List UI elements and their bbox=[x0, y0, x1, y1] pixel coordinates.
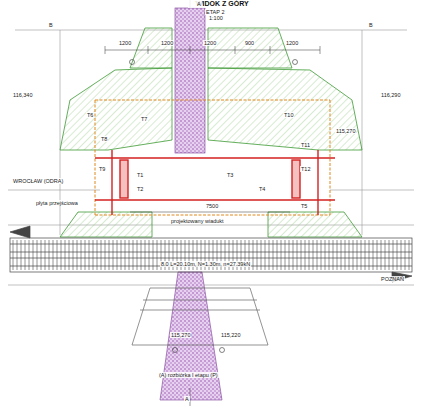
drawing-label: 1200 bbox=[118, 40, 132, 46]
drawing-label: T11 bbox=[300, 142, 311, 148]
drawing-label: POZNAŃ bbox=[380, 276, 405, 282]
drawing-label: 116,290 bbox=[380, 92, 401, 98]
drawing-label: T9 bbox=[98, 166, 106, 172]
drawing-label: płyta przejściowa bbox=[35, 200, 79, 206]
drawing-label: (A) rozbiórka I etapu (P) bbox=[158, 372, 219, 378]
drawing-label: 1:100 bbox=[208, 15, 224, 21]
drawing-label: B bbox=[48, 22, 54, 28]
drawing-label: 115,270 bbox=[335, 128, 356, 134]
abutment bbox=[132, 288, 268, 345]
drawing-label: T2 bbox=[136, 186, 144, 192]
drawing-label: T12 bbox=[300, 166, 311, 172]
drawing-label: T3 bbox=[226, 172, 234, 178]
drawing-label: 8.0 L=20.10m, N=1.30m, n=27.39kN bbox=[160, 261, 251, 267]
drawing-label: A bbox=[184, 396, 190, 402]
drawing-label: WROCŁAW (ODRA) bbox=[12, 178, 64, 184]
drawing-label: T8 bbox=[100, 136, 108, 142]
drawing-label: projektowany wiadukt bbox=[170, 218, 225, 224]
drawing-label: 1200 bbox=[285, 40, 299, 46]
drawing-label: A bbox=[196, 1, 202, 7]
drawing-label: T4 bbox=[258, 186, 266, 192]
road-strip bbox=[160, 8, 222, 400]
drawing-label: 1200 bbox=[160, 40, 174, 46]
drawing-label: B bbox=[368, 22, 374, 28]
drawing-label: 116,340 bbox=[12, 92, 33, 98]
red-walls bbox=[95, 150, 335, 215]
drawing-label: 900 bbox=[244, 40, 255, 46]
drawing-label: T1 bbox=[136, 172, 144, 178]
markers bbox=[130, 60, 298, 353]
embankments bbox=[60, 28, 362, 237]
drawing-label: 7500 bbox=[205, 203, 219, 209]
bridge-deck bbox=[10, 226, 412, 282]
drawing-label: T5 bbox=[300, 203, 308, 209]
drawing-label: 115,270 bbox=[170, 332, 191, 338]
drawing-label: T10 bbox=[283, 112, 294, 118]
drawing-label: T6 bbox=[86, 112, 94, 118]
drawing-label: T7 bbox=[140, 116, 148, 122]
drawing-label: 1200 bbox=[203, 40, 217, 46]
dimension-lines bbox=[105, 0, 320, 406]
drawing-label: 115,220 bbox=[220, 332, 241, 338]
